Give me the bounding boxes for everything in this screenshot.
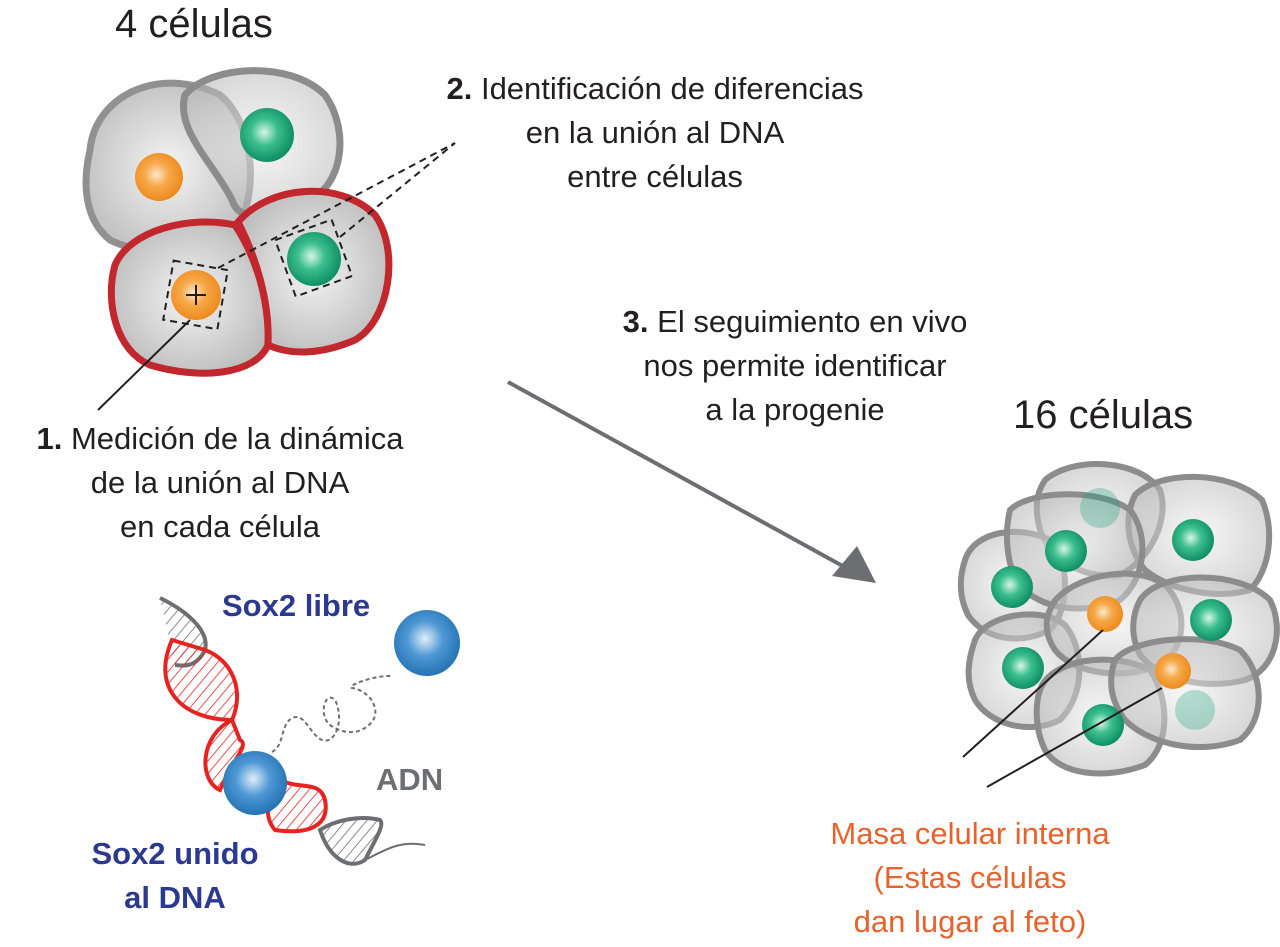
step-number: 2.	[446, 71, 473, 106]
step-2-text: 2. Identificación de diferencias en la u…	[446, 71, 864, 194]
dna-strand-gray-tail	[364, 842, 426, 861]
nucleus-green-measured	[287, 232, 341, 286]
step-1-text: 1. Medición de la dinámica de la unión a…	[36, 421, 404, 544]
four-cell-embryo	[82, 67, 456, 411]
nucleus-orange-icm	[1087, 596, 1123, 632]
leader-line-icm-1	[962, 629, 1104, 758]
sixteen-cell-embryo	[957, 461, 1280, 788]
crosshair-icon	[186, 285, 206, 305]
leader-line-step1	[97, 319, 191, 411]
inner-cell-mass-label: Masa celular interna (Estas células dan …	[830, 816, 1110, 939]
nucleus-green	[1002, 647, 1044, 689]
nucleus-green	[1172, 519, 1214, 561]
zoom-line-1	[217, 142, 456, 269]
dna-strand-red-1	[163, 637, 240, 723]
diffusion-path	[271, 674, 393, 753]
dna-label: ADN	[376, 762, 444, 797]
dashed-box-left	[162, 259, 229, 331]
step-3-text: 3. El seguimiento en vivo nos permite id…	[622, 304, 968, 427]
nucleus-green	[1190, 599, 1232, 641]
nucleus-green-faint	[1080, 488, 1120, 528]
nucleus-green	[1045, 530, 1087, 572]
nucleus-green	[1082, 704, 1124, 746]
dna-sox2-illustration	[159, 596, 460, 866]
nucleus-green-faint	[1175, 690, 1215, 730]
dna-strand-red-2	[203, 717, 245, 793]
four-cells-title: 4 células	[115, 2, 273, 46]
nucleus-green	[991, 566, 1033, 608]
dna-strand-gray-bottom	[317, 816, 384, 866]
sox2-free-protein	[394, 610, 460, 676]
progression-arrow	[507, 380, 876, 583]
sox2-free-label: Sox2 libre	[222, 588, 371, 623]
nucleus-orange-icm	[1155, 653, 1191, 689]
step-number: 1.	[36, 421, 63, 456]
arrowhead-icon	[832, 546, 876, 583]
sox2-bound-label: Sox2 unido al DNA	[91, 836, 259, 915]
dashed-box-right	[273, 218, 354, 298]
nucleus-orange	[135, 153, 183, 201]
nucleus-green	[240, 108, 294, 162]
step-number: 3.	[622, 304, 649, 339]
sox2-bound-protein	[223, 751, 287, 815]
sixteen-cells-title: 16 células	[1013, 393, 1194, 437]
leader-line-icm-2	[986, 687, 1163, 788]
zoom-line-2	[339, 142, 456, 238]
